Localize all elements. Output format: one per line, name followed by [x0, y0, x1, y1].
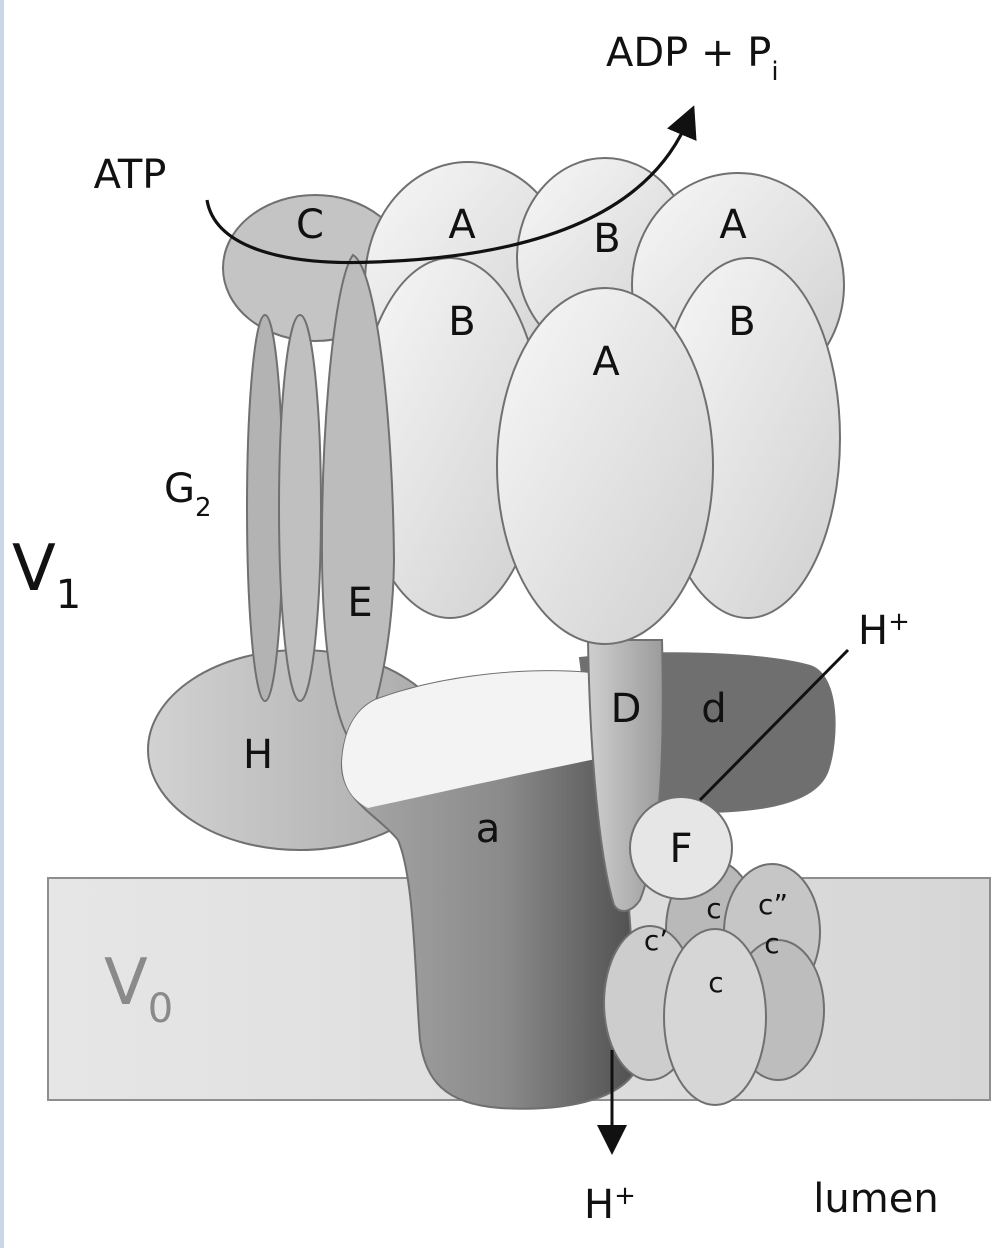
label-adp-sub: i — [771, 57, 778, 87]
label-b-front-left: B — [448, 299, 475, 345]
subunit-f-circle — [629, 796, 733, 900]
label-v1-main: V — [12, 532, 56, 606]
label-h-plus-top-main: H — [858, 608, 888, 654]
label-a-small: a — [476, 806, 501, 852]
label-g2: G2 — [164, 466, 212, 523]
proton-pointer-line — [698, 648, 850, 802]
label-h-plus-bottom-main: H — [584, 1182, 614, 1228]
label-adp-pi: ADP + Pi — [606, 30, 779, 87]
label-a-back-right: A — [719, 202, 747, 248]
label-a-front: A — [592, 339, 620, 385]
label-v0-main: V — [104, 946, 148, 1020]
label-c-prime: c’ — [644, 924, 668, 957]
label-lumen: lumen — [813, 1176, 938, 1222]
label-d-large: D — [611, 686, 642, 732]
label-v1-sub: 1 — [56, 572, 81, 618]
label-h-subunit: H — [243, 732, 273, 778]
label-v0-sub: 0 — [148, 986, 173, 1032]
label-f: F — [669, 826, 692, 872]
label-h-plus-bottom: H+ — [584, 1181, 636, 1228]
label-c-right: c — [764, 927, 779, 960]
label-v0: V0 — [104, 946, 173, 1032]
label-c: C — [296, 202, 324, 248]
label-g-main: G — [164, 466, 195, 512]
label-e: E — [347, 580, 372, 626]
label-h-plus-top-sup: + — [888, 607, 910, 637]
label-h-plus-top: H+ — [858, 607, 910, 654]
label-adp-main: ADP + P — [606, 30, 771, 76]
label-c-double-prime: c” — [758, 888, 788, 921]
atp-hydrolysis-arrow — [205, 105, 697, 265]
label-g-sub: 2 — [195, 493, 212, 523]
label-b-front-right: B — [728, 299, 755, 345]
subunit-c-front — [663, 928, 767, 1106]
label-d-small: d — [701, 686, 726, 732]
subunit-g-stalk-2 — [278, 314, 322, 702]
subunit-g-stalk-1 — [246, 314, 284, 702]
frame-edge — [0, 0, 4, 1248]
label-c-front: c — [708, 966, 723, 999]
subunit-a-front-center — [496, 287, 714, 645]
label-v1: V1 — [12, 532, 81, 618]
subunit-a-top-highlight — [342, 671, 616, 808]
label-atp: ATP — [94, 152, 167, 198]
label-a-back-left: A — [448, 202, 476, 248]
label-h-plus-bottom-sup: + — [614, 1181, 636, 1211]
label-c-back: c — [706, 892, 721, 925]
label-b-back: B — [593, 216, 620, 262]
